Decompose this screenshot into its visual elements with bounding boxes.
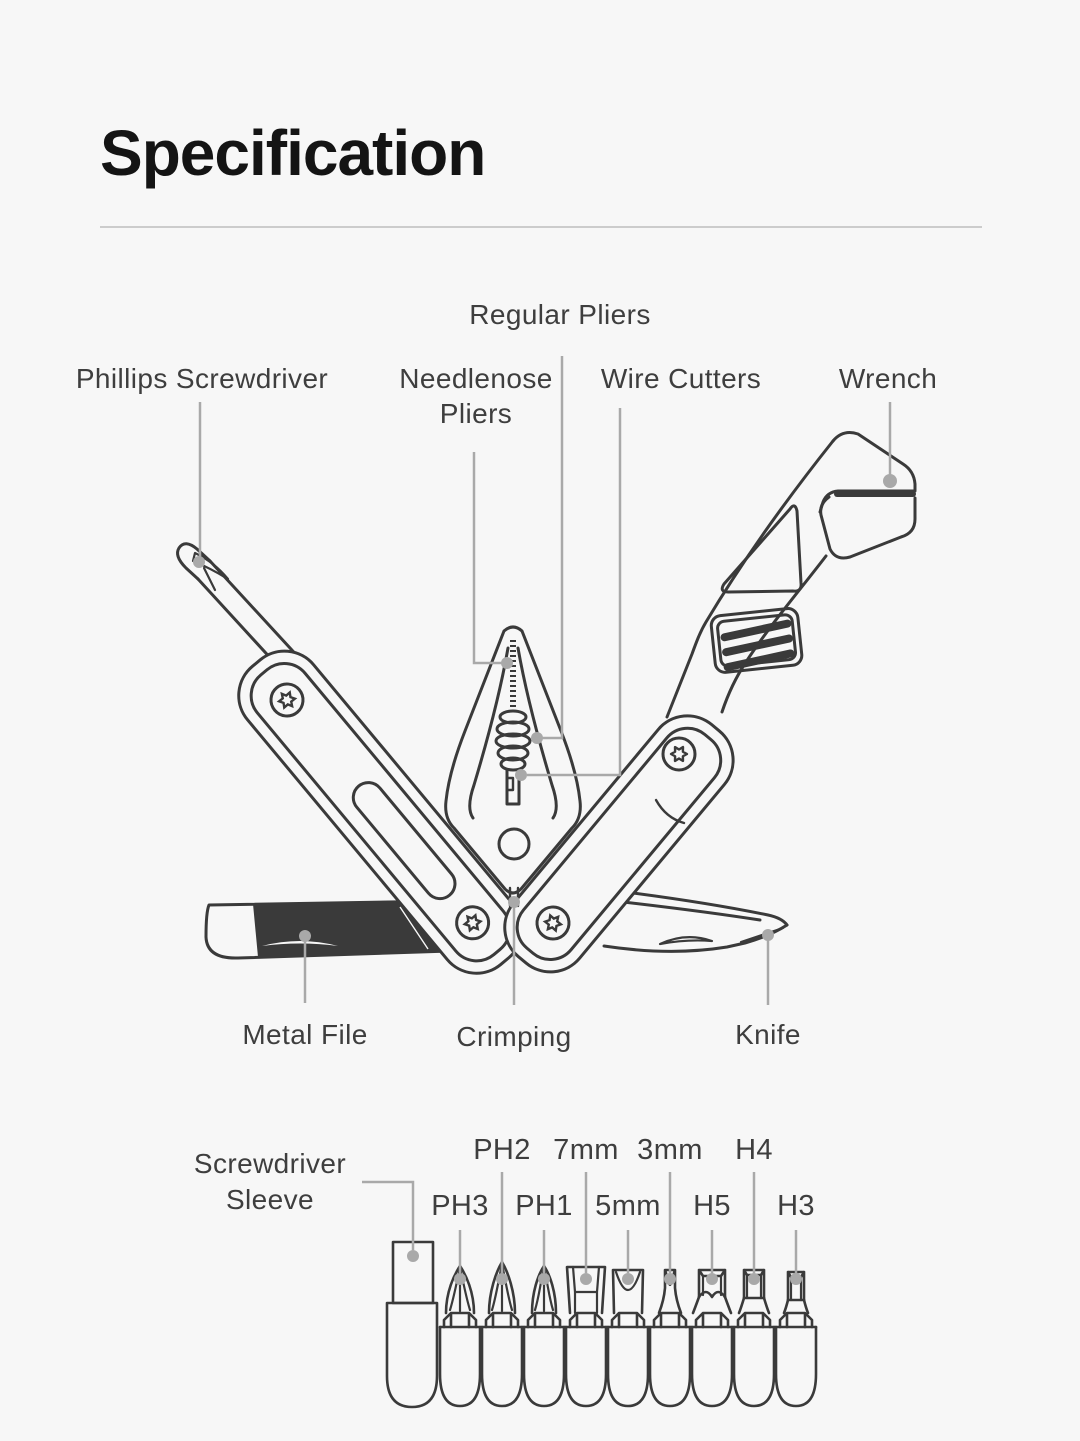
label-regular-pliers: Regular Pliers — [469, 299, 651, 330]
label-crimping: Crimping — [456, 1021, 572, 1052]
title-divider — [100, 226, 982, 228]
right-handle — [503, 714, 735, 974]
label-needlenose-pliers: Needlenose Pliers — [399, 363, 553, 429]
label-bit-ph1: PH1 — [515, 1190, 573, 1222]
label-bit-h3: H3 — [777, 1190, 815, 1222]
label-bit-ph3: PH3 — [431, 1190, 489, 1222]
label-bit-7mm: 7mm — [553, 1134, 619, 1166]
screwdriver-sleeve — [385, 1240, 439, 1409]
label-bit-ph2: PH2 — [473, 1134, 531, 1166]
label-metal-file: Metal File — [242, 1019, 368, 1050]
wrench-arm — [654, 431, 917, 825]
label-bit-3mm: 3mm — [637, 1134, 703, 1166]
label-phillips-screwdriver: Phillips Screwdriver — [75, 363, 329, 394]
left-handle — [237, 649, 524, 975]
label-bit-h4: H4 — [735, 1134, 773, 1166]
bit-tray — [385, 1240, 818, 1409]
leader-lines — [193, 356, 897, 1285]
label-wrench: Wrench — [838, 363, 938, 394]
label-screwdriver-sleeve: Screwdriver Sleeve — [193, 1148, 347, 1215]
label-wire-cutters: Wire Cutters — [600, 363, 762, 394]
label-knife: Knife — [735, 1019, 801, 1050]
label-bit-h5: H5 — [693, 1190, 731, 1222]
label-bit-5mm: 5mm — [595, 1190, 661, 1222]
page-title: Specification — [100, 117, 486, 189]
